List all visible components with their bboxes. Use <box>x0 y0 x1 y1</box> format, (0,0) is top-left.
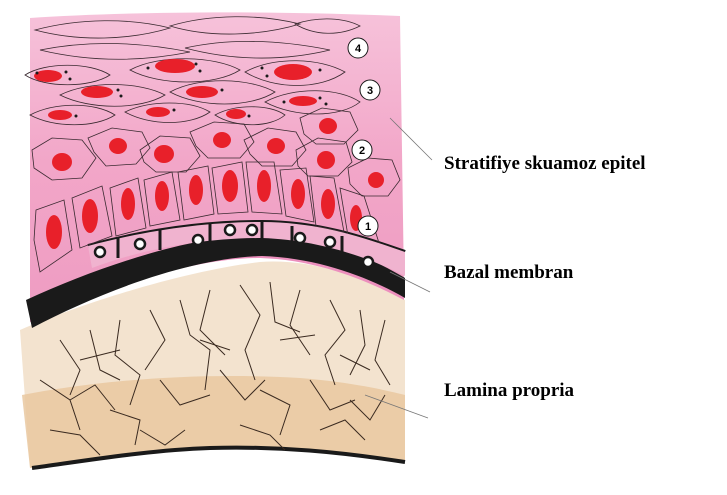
layer-marker-1: 1 <box>358 216 378 236</box>
layer-marker-4: 4 <box>348 38 368 58</box>
layer-marker-2: 2 <box>352 140 372 160</box>
label-stratified-squamous-epithelium: Stratifiye skuamoz epitel <box>444 153 646 175</box>
svg-text:2: 2 <box>359 145 365 157</box>
layer-marker-3: 3 <box>360 80 380 100</box>
svg-text:3: 3 <box>367 85 373 97</box>
svg-text:1: 1 <box>365 221 371 233</box>
svg-text:4: 4 <box>355 43 362 55</box>
label-lamina-propria: Lamina propria <box>444 380 574 402</box>
label-basement-membrane: Bazal membran <box>444 262 573 284</box>
